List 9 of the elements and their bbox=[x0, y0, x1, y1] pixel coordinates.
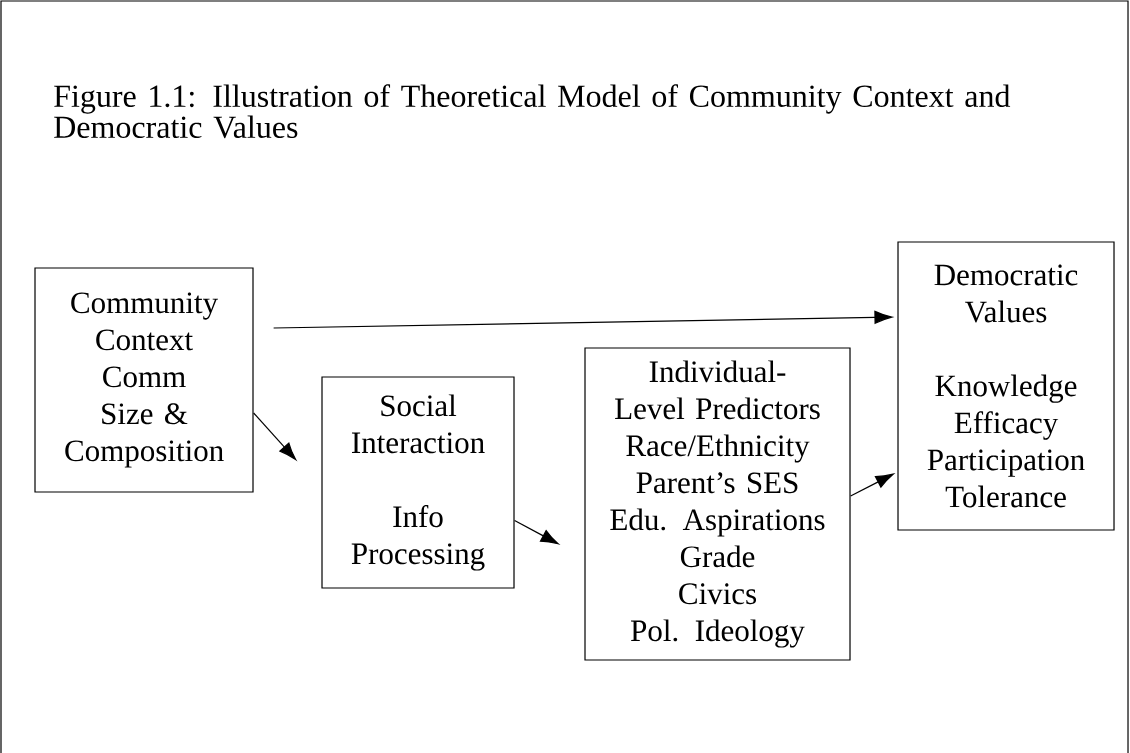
arrow bbox=[273, 310, 893, 329]
figure-title: Figure 1.1: Illustration of Theoretical Model of Community Context and Democratic Values bbox=[54, 84, 1011, 139]
arrow bbox=[850, 473, 894, 497]
text-box: Individual-Level Predictors Race/Ethnicity Parent’s SES Edu. Aspirations Grade Civics Pol. Ideology bbox=[584, 347, 851, 661]
arrow bbox=[253, 412, 297, 461]
text-box: Democratic Values Knowledge Efficacy Participation Tolerance bbox=[897, 241, 1115, 531]
text-box: Community Context Comm Size & Composition bbox=[34, 267, 254, 493]
text-box: Social Interaction Info Processing bbox=[321, 376, 515, 589]
arrow bbox=[514, 519, 559, 545]
